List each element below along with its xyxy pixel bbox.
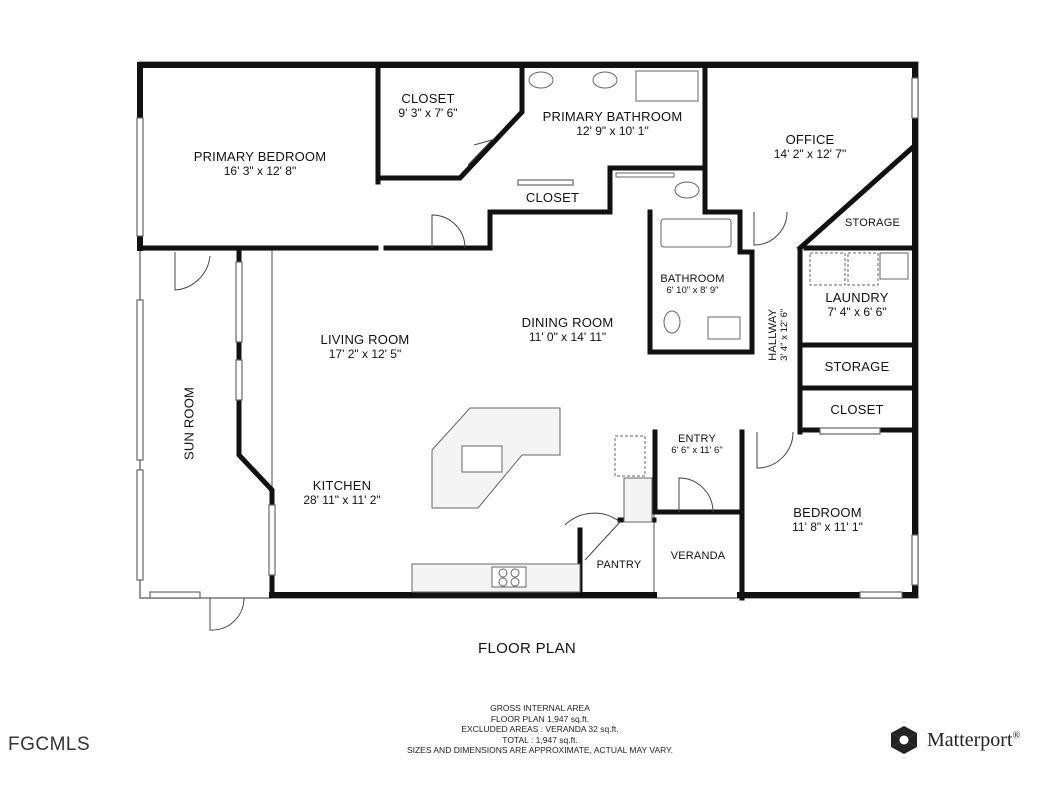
room-dims: 6' 10" x 8' 9" xyxy=(666,284,719,296)
room-name: DINING ROOM xyxy=(521,315,614,330)
room-name: LIVING ROOM xyxy=(320,332,410,347)
room-label-storage-2: STORAGE xyxy=(812,359,902,375)
area-summary: GROSS INTERNAL AREA FLOOR PLAN 1,947 sq.… xyxy=(380,703,700,756)
plan-title: FLOOR PLAN xyxy=(477,640,577,657)
room-label-dining-room: DINING ROOM 11' 0" x 14' 11" xyxy=(505,315,630,345)
room-label-closet-1: CLOSET 9' 3" x 7' 6" xyxy=(383,91,473,121)
brand-logo: Matterport® xyxy=(887,724,1020,756)
room-name: OFFICE xyxy=(785,132,835,147)
room-dims: 6' 6" x 11' 6" xyxy=(671,444,723,456)
area-total: TOTAL : 1,947 sq.ft. xyxy=(502,734,578,745)
room-name: CLOSET xyxy=(401,91,455,106)
fixtures xyxy=(528,70,909,477)
room-dims: 14' 2" x 12' 7" xyxy=(773,146,847,161)
room-dims: 9' 3" x 7' 6" xyxy=(398,105,458,120)
room-label-hallway: HALLWAY 3' 4" x 12' 6" xyxy=(767,295,791,375)
windows xyxy=(136,77,919,599)
mls-watermark: FGCMLS xyxy=(8,734,91,755)
room-name: KITCHEN xyxy=(312,478,372,493)
room-name: SUN ROOM xyxy=(181,386,197,461)
room-label-entry: ENTRY 6' 6" x 11' 6" xyxy=(657,433,737,457)
room-name: PRIMARY BATHROOM xyxy=(542,109,683,124)
room-name: ENTRY xyxy=(677,433,717,445)
room-label-veranda: VERANDA xyxy=(662,550,734,563)
room-label-living-room: LIVING ROOM 17' 2" x 12' 5" xyxy=(300,332,430,362)
room-name: BATHROOM xyxy=(660,273,725,285)
room-name: CLOSET xyxy=(830,402,884,417)
door-swings xyxy=(174,139,794,631)
interior-walls xyxy=(137,63,916,601)
area-excluded: EXCLUDED AREAS : VERANDA 32 sq.ft. xyxy=(461,724,619,734)
room-name: VERANDA xyxy=(670,550,726,562)
matterport-logo-icon xyxy=(891,726,917,754)
room-name: STORAGE xyxy=(845,217,900,229)
room-name: BEDROOM xyxy=(793,505,862,520)
room-label-pantry: PANTRY xyxy=(590,559,648,572)
room-name: PANTRY xyxy=(596,559,642,571)
area-heading: GROSS INTERNAL AREA xyxy=(490,703,590,713)
room-label-closet-3: CLOSET xyxy=(812,402,902,418)
room-label-primary-bathroom: PRIMARY BATHROOM 12' 9" x 10' 1" xyxy=(535,109,690,139)
room-name: HALLWAY xyxy=(767,308,780,361)
room-name: LAUNDRY xyxy=(825,290,889,305)
room-dims: 17' 2" x 12' 5" xyxy=(328,346,402,361)
area-floor-plan: FLOOR PLAN 1,947 sq.ft. xyxy=(490,713,590,724)
registered-mark: ® xyxy=(1012,729,1021,741)
room-name: CLOSET xyxy=(525,190,580,205)
room-label-primary-bedroom: PRIMARY BEDROOM 16' 3" x 12' 8" xyxy=(190,149,330,179)
room-dims: 11' 8" x 11' 1" xyxy=(792,519,863,534)
room-label-storage-1: STORAGE xyxy=(840,217,905,230)
room-dims: 16' 3" x 12' 8" xyxy=(223,163,297,178)
counters xyxy=(411,407,653,593)
area-disclaimer: SIZES AND DIMENSIONS ARE APPROXIMATE, AC… xyxy=(406,745,674,755)
room-dims: 12' 9" x 10' 1" xyxy=(576,123,649,138)
room-name: STORAGE xyxy=(824,359,890,374)
brand-name: Matterport® xyxy=(927,728,1021,751)
room-label-bathroom: BATHROOM 6' 10" x 8' 9" xyxy=(655,273,730,297)
room-label-laundry: LAUNDRY 7' 4" x 6' 6" xyxy=(812,290,902,320)
room-label-closet-2: CLOSET xyxy=(515,190,590,206)
room-dims: 28' 11" x 11' 2" xyxy=(303,492,381,507)
room-dims: 7' 4" x 6' 6" xyxy=(827,304,887,319)
room-label-office: OFFICE 14' 2" x 12' 7" xyxy=(750,132,870,162)
room-dims: 3' 4" x 12' 6" xyxy=(778,308,790,361)
room-label-kitchen: KITCHEN 28' 11" x 11' 2" xyxy=(282,478,402,508)
room-label-sun-room: SUN ROOM xyxy=(181,383,198,463)
room-dims: 11' 0" x 14' 11" xyxy=(528,329,607,344)
room-name: PRIMARY BEDROOM xyxy=(193,149,327,164)
room-label-bedroom: BEDROOM 11' 8" x 11' 1" xyxy=(775,505,880,535)
